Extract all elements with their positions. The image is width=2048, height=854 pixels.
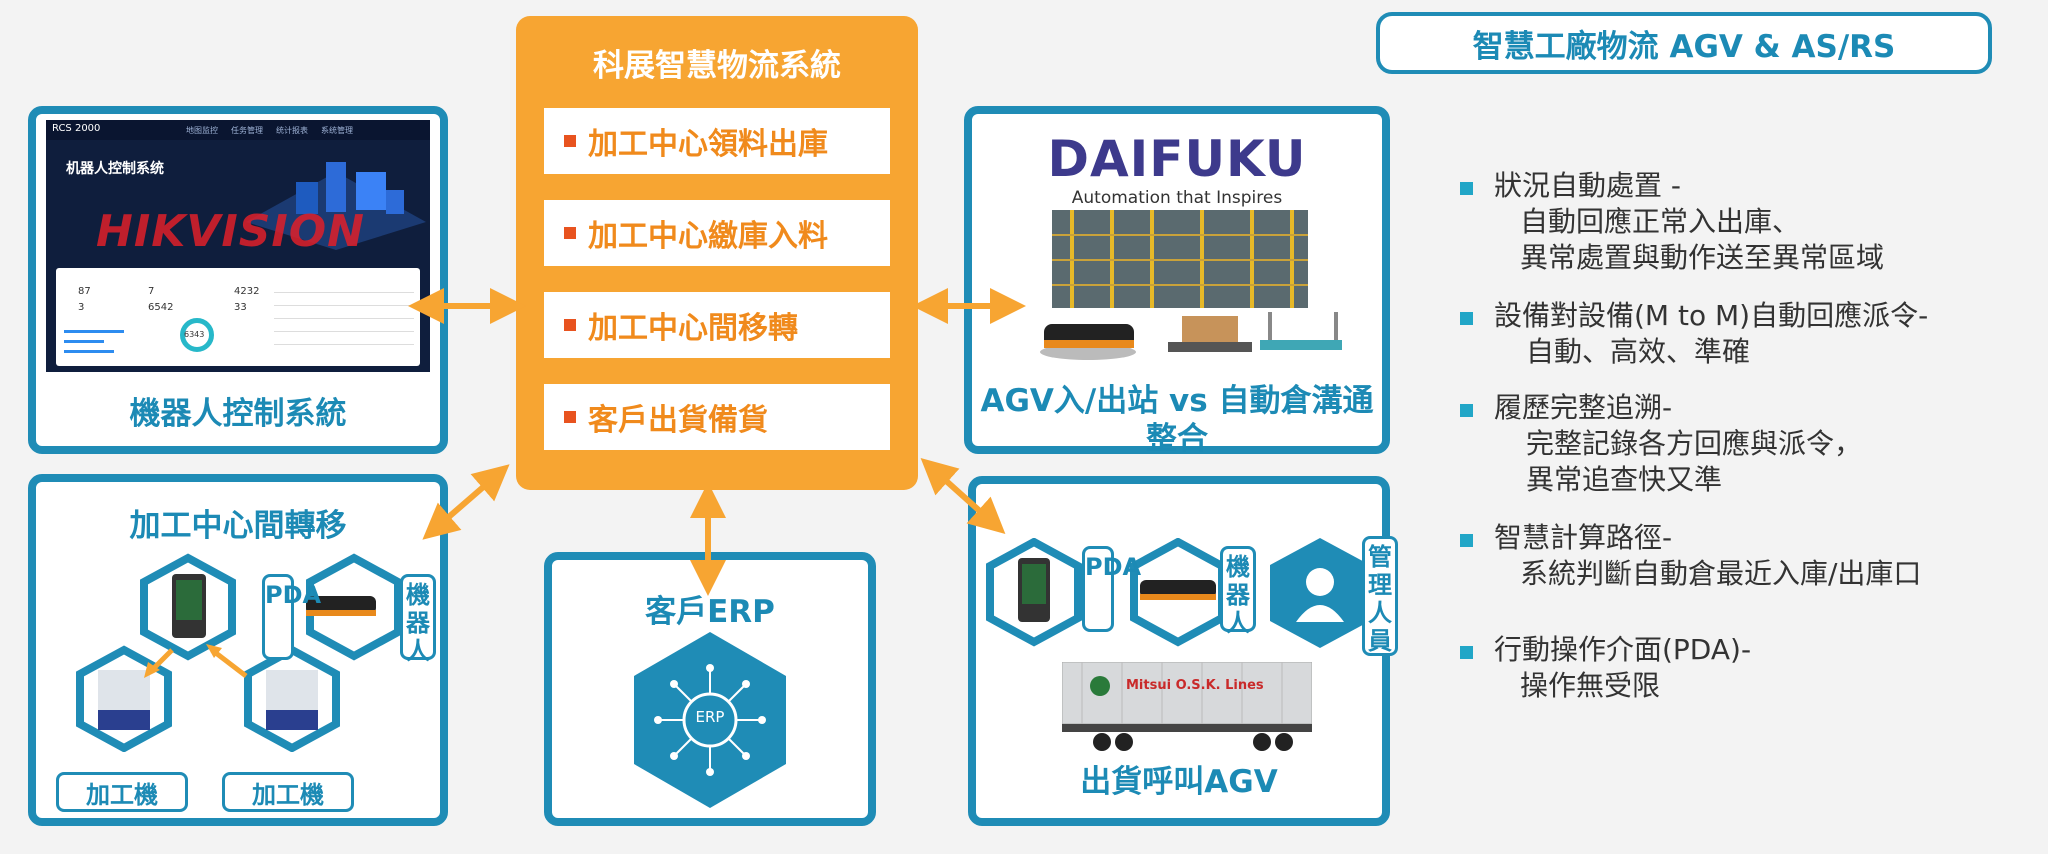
flow-item-label: 客戶出貨備貨 — [588, 403, 768, 438]
bullet-heading: 履歷完整追溯- — [1494, 391, 1673, 424]
bullet-square-icon — [1460, 404, 1473, 417]
rcs-topbar: RCS 2000 地图监控 任务管理 统计报表 系统管理 — [46, 120, 430, 140]
flow-item-label: 加工中心繳庫入料 — [588, 219, 828, 254]
rcs-progress-bar — [64, 330, 124, 333]
flow-item-transfer: 加工中心間移轉 — [544, 292, 890, 358]
arrow-center-shipping — [920, 457, 1006, 535]
rcs-progress-bar — [64, 350, 114, 353]
rcs-table — [274, 278, 414, 358]
bullet-square-icon — [1460, 182, 1473, 195]
bullet-heading: 智慧計算路徑- — [1494, 521, 1673, 554]
shipping-agv-title: 出貨呼叫AGV — [1080, 764, 1278, 800]
daifuku-title-line: 整合 — [1146, 421, 1208, 457]
bullet-heading: 設備對設備(M to M)自動回應派令- — [1494, 299, 1929, 332]
bullet-detail: 完整記錄各方回應與派令， — [1526, 427, 1863, 460]
manager-tag: 管理人員 — [1362, 536, 1398, 656]
erp-network-icon — [634, 632, 786, 808]
bullet-detail: 自動回應正常入出庫、 — [1520, 205, 1801, 238]
main-title: 智慧工廠物流 AGV & AS/RS — [1376, 12, 1992, 74]
device-hexagons — [76, 553, 402, 752]
robot-control-panel: RCS 2000 地图监控 任务管理 统计报表 系统管理 机器人控制系统 HIK… — [28, 106, 448, 454]
bullet-heading: 狀況自動處置 - — [1494, 169, 1682, 202]
rcs-heading: 机器人控制系统 — [66, 161, 164, 177]
rcs-donut-value: 6343 — [184, 330, 205, 339]
flow-item-material-in: 加工中心繳庫入料 — [544, 200, 890, 266]
bullet-detail: 操作無受限 — [1520, 669, 1661, 702]
machining-transfer-panel: 加工中心間轉移 PDA 機器人 加工機 加工機 — [28, 474, 448, 826]
shipping-container-truck — [1062, 662, 1312, 751]
robot-tag: 機器人 — [1220, 546, 1256, 637]
bullet-square-icon — [1460, 646, 1473, 659]
rcs-stat: 87 — [78, 286, 91, 297]
daifuku-tagline: Automation that Inspires — [1071, 188, 1283, 208]
rcs-nav-item: 任务管理 — [231, 126, 263, 135]
rcs-stat: 7 — [148, 286, 155, 297]
rcs-stat: 3 — [78, 302, 85, 313]
daifuku-logo: DAIFUKU — [1047, 130, 1307, 188]
rcs-nav-item: 地图监控 — [186, 126, 218, 135]
erp-panel: 客戶ERP ERP — [544, 552, 876, 826]
bullet-detail: 自動、高效、準確 — [1526, 335, 1751, 368]
arrow-machining-center — [422, 464, 510, 540]
rcs-progress-bar — [64, 340, 104, 343]
bullet-square-icon — [564, 135, 576, 147]
daifuku-title: AGV入/出站 vs 自動倉溝通 整合 — [972, 382, 1382, 458]
shipping-device-hexagons — [986, 538, 1370, 648]
rcs-stats-card: 87 7 4232 3 6542 33 6343 — [56, 268, 420, 366]
daifuku-title-line: AGV入/出站 vs 自動倉溝通 — [980, 383, 1374, 419]
bullet-detail: 系統判斷自動倉最近入庫/出庫口 — [1520, 557, 1922, 590]
central-system-title: 科展智慧物流系統 — [593, 48, 841, 84]
rcs-stat: 6542 — [148, 302, 174, 313]
erp-title: 客戶ERP — [645, 594, 775, 630]
erp-icon-label: ERP — [695, 708, 725, 726]
rcs-stat: 4232 — [234, 286, 260, 297]
rcs-donut — [180, 318, 214, 352]
bullet-square-icon — [564, 319, 576, 331]
bullet-square-icon — [564, 227, 576, 239]
machine-tool-label: 加工機 — [56, 772, 188, 812]
flow-item-label: 加工中心領料出庫 — [588, 127, 828, 162]
bullet-detail: 異常處置與動作送至異常區域 — [1520, 241, 1885, 274]
machine-tool-label: 加工機 — [222, 772, 354, 812]
daifuku-panel: DAIFUKU Automation that Inspires AGV入/出站… — [964, 106, 1390, 457]
container-logo-text: Mitsui O.S.K. Lines — [1126, 678, 1264, 693]
rcs-screenshot: RCS 2000 地图监控 任务管理 统计报表 系统管理 机器人控制系统 HIK… — [46, 120, 430, 372]
rcs-nav-item: 系统管理 — [321, 126, 353, 135]
flow-item-shipping-prep: 客戶出貨備貨 — [544, 384, 890, 450]
robot-tag: 機器人 — [400, 574, 436, 665]
warehouse-3d-illustration — [246, 162, 426, 250]
flow-item-material-out: 加工中心領料出庫 — [544, 108, 890, 174]
warehouse-rack-photo — [1052, 210, 1308, 308]
robot-control-title: 機器人控制系統 — [129, 396, 347, 432]
shipping-agv-panel: PDA 機器人 管理人員 Mitsui O.S.K. Lines 出貨呼叫AGV — [968, 476, 1398, 826]
central-system-box: 科展智慧物流系統 加工中心領料出庫 加工中心繳庫入料 加工中心間移轉 客戶出貨備… — [516, 16, 918, 490]
rcs-app-name: RCS 2000 — [52, 123, 101, 134]
rcs-nav-item: 统计报表 — [276, 126, 308, 135]
hikvision-logo: HIKVISION — [96, 206, 366, 257]
bullet-square-icon — [1460, 312, 1473, 325]
bullet-square-icon — [564, 411, 576, 423]
machining-transfer-title: 加工中心間轉移 — [129, 508, 347, 544]
bullet-heading: 行動操作介面(PDA)- — [1494, 633, 1752, 666]
bullet-detail: 異常追查快又準 — [1526, 463, 1723, 496]
flow-item-label: 加工中心間移轉 — [588, 311, 798, 346]
agv-robots-image — [1040, 312, 1342, 360]
rcs-stat: 33 — [234, 302, 247, 313]
bullet-square-icon — [1460, 534, 1473, 547]
